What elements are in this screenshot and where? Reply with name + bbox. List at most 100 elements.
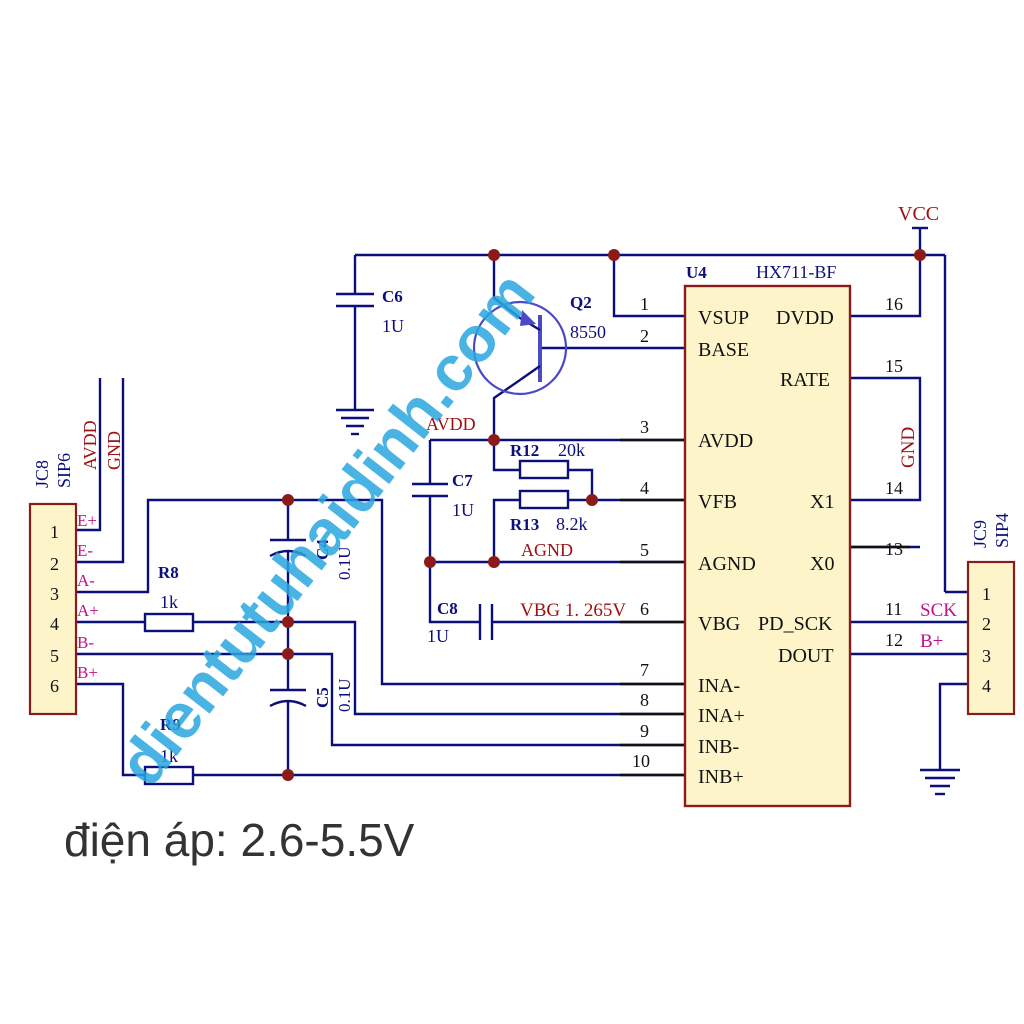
signal-label: E- bbox=[77, 541, 93, 560]
ground-c6 bbox=[336, 408, 374, 436]
pin-name: INA+ bbox=[698, 705, 745, 727]
pin-number: 16 bbox=[885, 294, 903, 314]
pin-name: RATE bbox=[780, 369, 830, 391]
net-avdd: AVDD bbox=[426, 414, 476, 434]
label-r13-ref: R13 bbox=[510, 515, 539, 534]
label-c4-ref: C4 bbox=[313, 539, 332, 560]
pin-number: 14 bbox=[885, 478, 903, 498]
resistor-r13 bbox=[518, 489, 570, 510]
pin-number: 9 bbox=[640, 721, 649, 741]
pin-number: 6 bbox=[50, 676, 59, 696]
pin-name: INB+ bbox=[698, 766, 744, 788]
jc9-pin-numbers: 1 2 3 4 bbox=[982, 584, 991, 696]
junctions bbox=[282, 249, 926, 781]
net-agnd: AGND bbox=[521, 540, 573, 560]
label-r9-ref: R9 bbox=[160, 715, 181, 734]
pin-number: 10 bbox=[632, 751, 650, 771]
pin-leads bbox=[620, 438, 910, 777]
pin-number: 12 bbox=[885, 630, 903, 650]
chip-part: HX711-BF bbox=[756, 262, 836, 282]
supply-voltage-caption: điện áp: 2.6-5.5V bbox=[64, 814, 415, 866]
pin-number: 2 bbox=[50, 554, 59, 574]
cap-c4 bbox=[269, 538, 307, 558]
connector-jc8-body bbox=[28, 502, 78, 716]
chip-ref: U4 bbox=[686, 263, 707, 282]
jc8-signals: E+ E- A- A+ B- B+ bbox=[77, 511, 99, 682]
pin-number: 11 bbox=[885, 599, 902, 619]
jc9-ref: JC9 bbox=[970, 520, 990, 548]
chip-right-pin-numbers: 16 15 14 13 11 12 bbox=[885, 294, 903, 650]
label-c8-ref: C8 bbox=[437, 599, 458, 618]
label-c5-ref: C5 bbox=[313, 687, 332, 708]
pin-number: 4 bbox=[982, 676, 991, 696]
cap-c8 bbox=[478, 604, 494, 640]
cap-c6 bbox=[336, 292, 374, 308]
pin-number: 1 bbox=[50, 522, 59, 542]
pin-number: 1 bbox=[640, 294, 649, 314]
pin-number: 7 bbox=[640, 660, 649, 680]
chip-right-pins: DVDD RATE X1 X0 PD_SCK DOUT bbox=[758, 307, 834, 667]
pin-number: 4 bbox=[50, 614, 59, 634]
chip-left-pin-numbers: 1 2 3 4 5 6 7 8 9 10 bbox=[632, 294, 650, 771]
connector-jc9-body bbox=[966, 560, 1016, 716]
label-q2-ref: Q2 bbox=[570, 293, 592, 312]
resistor-r12 bbox=[518, 459, 570, 480]
resistor-r8 bbox=[143, 612, 195, 633]
jc8-power-gnd: GND bbox=[104, 431, 124, 470]
resistor-r9 bbox=[143, 765, 195, 786]
pin-name: PD_SCK bbox=[758, 613, 833, 635]
label-r12-ref: R12 bbox=[510, 441, 539, 460]
signal-label: B+ bbox=[77, 663, 98, 682]
label-c7-value: 1U bbox=[452, 500, 474, 520]
pin-name: AGND bbox=[698, 553, 756, 575]
pin-name: VBG bbox=[698, 613, 740, 635]
signal-label: A- bbox=[77, 571, 95, 590]
pin-number: 13 bbox=[885, 539, 903, 559]
pin-number: 6 bbox=[640, 599, 649, 619]
pin-name: VSUP bbox=[698, 307, 749, 329]
label-c7-ref: C7 bbox=[452, 471, 473, 490]
label-c6-ref: C6 bbox=[382, 287, 403, 306]
cap-c5 bbox=[269, 688, 307, 708]
pin-name: INB- bbox=[698, 736, 739, 758]
pin-name: X0 bbox=[810, 553, 834, 575]
pin-name: AVDD bbox=[698, 430, 753, 452]
jc8-power-avdd: AVDD bbox=[80, 420, 100, 470]
pin-number: 4 bbox=[640, 478, 649, 498]
cap-c7 bbox=[412, 482, 448, 498]
pin-name: BASE bbox=[698, 339, 749, 361]
chip-left-pins: VSUP BASE AVDD VFB AGND VBG INA- INA+ IN… bbox=[698, 307, 756, 788]
jc8-pin-numbers: 1 2 3 4 5 6 bbox=[50, 522, 59, 696]
signal-label: B- bbox=[77, 633, 94, 652]
label-q2-value: 8550 bbox=[570, 322, 606, 342]
net-vbg: VBG 1. 265V bbox=[520, 600, 626, 621]
label-r9-value: 1k bbox=[160, 746, 178, 766]
pin-number: 5 bbox=[640, 540, 649, 560]
label-r12-value: 20k bbox=[558, 440, 585, 460]
pin-name: DOUT bbox=[778, 645, 834, 667]
jc9-signal-sck: SCK bbox=[920, 600, 957, 621]
signal-label: A+ bbox=[77, 601, 99, 620]
pin-name: DVDD bbox=[776, 307, 834, 329]
jc8-ref: JC8 bbox=[32, 460, 52, 488]
chip-body bbox=[683, 284, 852, 808]
ground-jc9 bbox=[920, 768, 960, 796]
pin-name: INA- bbox=[698, 675, 740, 697]
pin-number: 15 bbox=[885, 356, 903, 376]
net-gnd-right: GND bbox=[898, 427, 919, 468]
pin-number: 3 bbox=[640, 417, 649, 437]
label-r8-ref: R8 bbox=[158, 563, 179, 582]
pin-number: 1 bbox=[982, 584, 991, 604]
signal-label: E+ bbox=[77, 511, 97, 530]
net-vcc: VCC bbox=[898, 203, 939, 225]
label-r13-value: 8.2k bbox=[556, 514, 588, 534]
transistor-q2 bbox=[472, 300, 568, 396]
pin-number: 8 bbox=[640, 690, 649, 710]
pin-name: X1 bbox=[810, 491, 834, 513]
pin-number: 3 bbox=[50, 584, 59, 604]
label-r8-value: 1k bbox=[160, 592, 178, 612]
pin-number: 2 bbox=[982, 614, 991, 634]
watermark-text: dientutuhaidinh.com bbox=[104, 258, 548, 798]
label-c8-value: 1U bbox=[427, 626, 449, 646]
